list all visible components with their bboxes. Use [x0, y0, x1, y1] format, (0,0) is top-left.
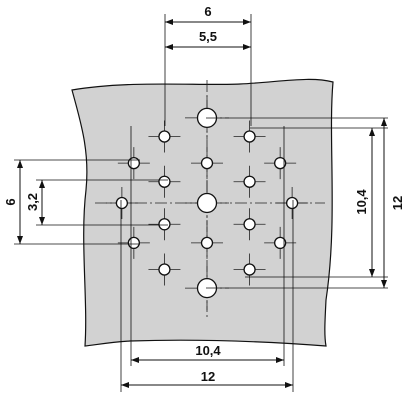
- dim-right-outer: 12: [390, 196, 405, 210]
- small-pin-hole: [158, 218, 171, 231]
- dim-top-inner: 5,5: [199, 29, 217, 44]
- small-pin-hole: [158, 175, 171, 188]
- hole-pattern: [115, 107, 299, 299]
- dim-bottom-outer: 12: [201, 369, 215, 384]
- mounting-plate: [71, 78, 334, 347]
- small-pin-hole: [243, 218, 256, 231]
- small-pin-hole: [273, 236, 287, 250]
- small-pin-hole: [285, 196, 299, 210]
- small-pin-hole: [243, 130, 256, 143]
- large-pin-hole: [196, 192, 218, 214]
- extension-lines: [14, 14, 388, 392]
- dim-left-inner: 3,2: [25, 193, 40, 211]
- small-pin-hole: [243, 263, 256, 276]
- small-pin-hole: [127, 156, 141, 170]
- small-pin-hole: [158, 263, 171, 276]
- dim-right-inner: 10,4: [354, 189, 369, 215]
- dimension-lines: [17, 19, 387, 388]
- small-pin-hole: [115, 196, 129, 210]
- small-pin-hole: [200, 236, 214, 250]
- small-pin-hole: [273, 156, 287, 170]
- dim-left-outer: 6: [3, 198, 18, 205]
- small-pin-hole: [200, 156, 214, 170]
- small-pin-hole: [158, 130, 171, 143]
- small-pin-hole: [127, 236, 141, 250]
- dim-bottom-inner: 10,4: [195, 343, 221, 358]
- small-pin-hole: [243, 175, 256, 188]
- dim-top-outer: 6: [204, 4, 211, 19]
